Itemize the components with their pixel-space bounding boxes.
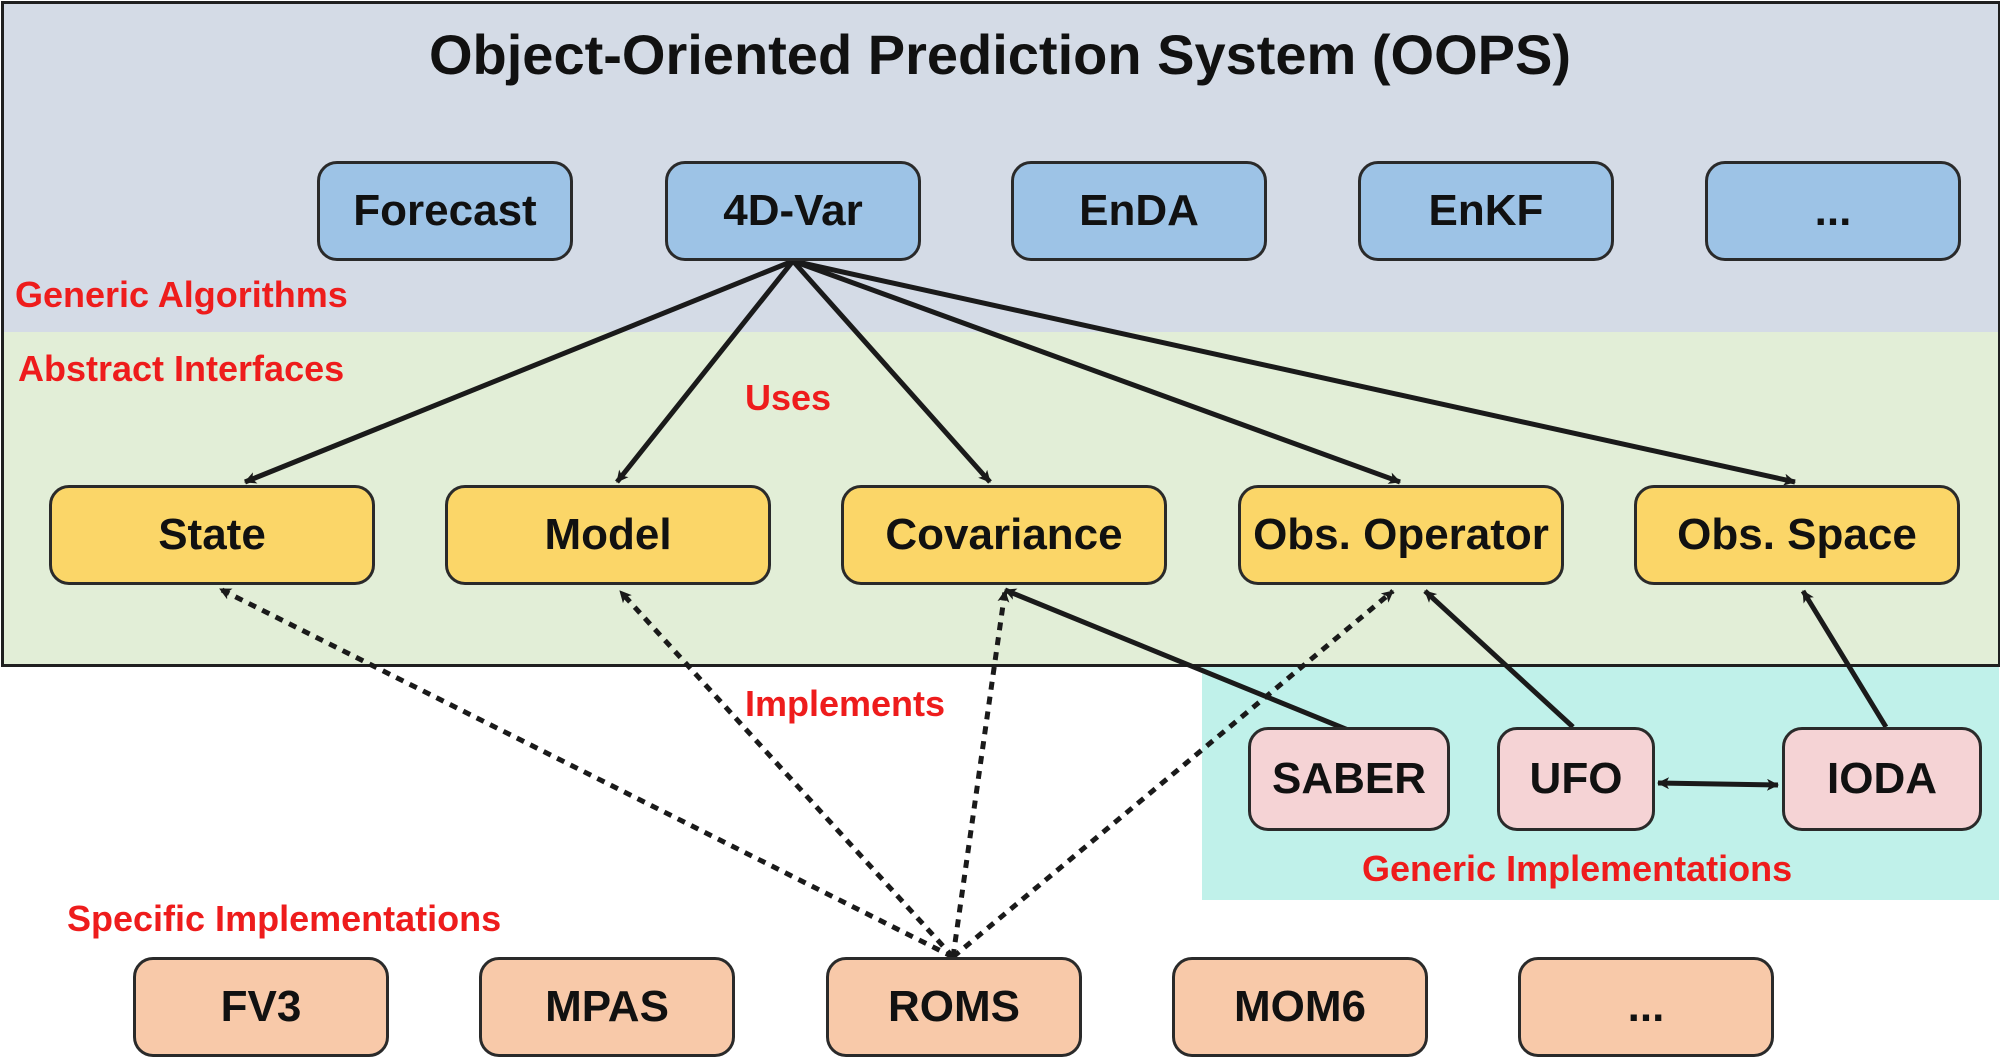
algorithm-4dvar: 4D-Var <box>665 161 921 261</box>
generic-impl-saber: SABER <box>1248 727 1450 831</box>
implements-label: Implements <box>745 683 946 724</box>
specific-impl-mom6: MOM6 <box>1172 957 1428 1057</box>
algorithm-enda: EnDA <box>1011 161 1267 261</box>
uses-arrow-covariance <box>791 259 992 484</box>
specific-impl-roms: ROMS <box>826 957 1082 1057</box>
algorithm-forecast: Forecast <box>317 161 573 261</box>
abstract-interfaces-label: Abstract Interfaces <box>18 348 345 389</box>
specific-impl-mpas: MPAS <box>479 957 735 1057</box>
implements-arrow-model <box>618 589 955 959</box>
saber-to-covariance-arrow <box>1004 587 1349 733</box>
specific-implementations-label: Specific Implementations <box>67 898 502 939</box>
generic-impl-ioda: IODA <box>1782 727 1982 831</box>
generic-impl-ufo: UFO <box>1497 727 1655 831</box>
implements-arrow-obs-operator <box>951 589 1395 959</box>
specific-impl-fv3: FV3 <box>133 957 389 1057</box>
interface-covariance: Covariance <box>841 485 1167 585</box>
uses-arrow-obs-space <box>792 258 1796 486</box>
ioda-to-obs-space-arrow <box>1800 589 1889 729</box>
uses-label: Uses <box>745 377 832 418</box>
uses-arrow-state <box>244 258 794 485</box>
ufo-to-obs-operator-arrow <box>1423 589 1575 729</box>
implements-arrow-state <box>218 586 955 960</box>
specific-impl-more: ... <box>1518 957 1774 1057</box>
interface-obs-space: Obs. Space <box>1634 485 1960 585</box>
generic-implementations-label: Generic Implementations <box>1362 848 1793 889</box>
implements-arrow-covariance <box>950 590 1010 958</box>
algorithm-more: ... <box>1705 161 1961 261</box>
uses-arrow-model <box>615 259 795 484</box>
diagram-title: Object-Oriented Prediction System (OOPS) <box>428 23 1571 86</box>
algorithm-enkf: EnKF <box>1358 161 1614 261</box>
ufo-ioda-link-arrow <box>1657 777 1779 791</box>
interface-state: State <box>49 485 375 585</box>
interface-obs-operator: Obs. Operator <box>1238 485 1564 585</box>
generic-algorithms-label: Generic Algorithms <box>15 274 348 315</box>
uses-arrow-obs-operator <box>792 258 1401 485</box>
interface-model: Model <box>445 485 771 585</box>
